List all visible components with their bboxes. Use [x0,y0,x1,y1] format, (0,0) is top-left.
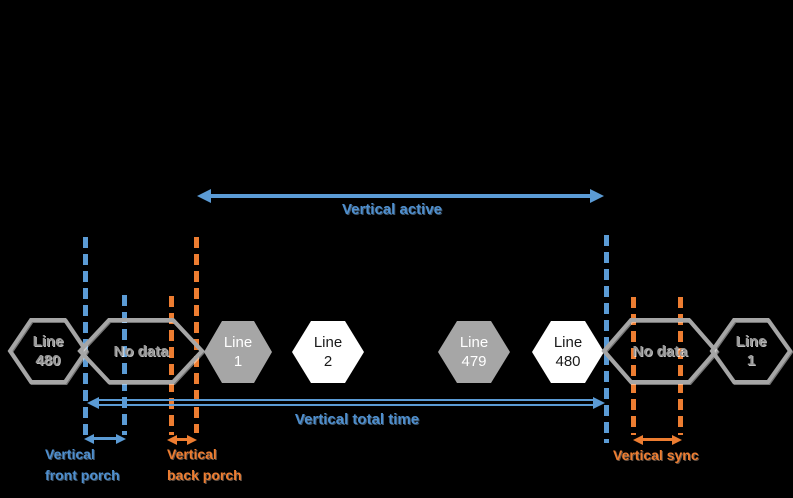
vertical-front-porch-label: Vertical front porch [45,444,165,486]
active-end-line [604,235,609,443]
back-porch-start-line [169,296,174,435]
hexagon-text-line1: Line [735,333,767,350]
back-porch-end-line [194,237,199,433]
arrow-line [90,437,120,440]
vertical-sync-arrow [633,434,682,445]
hexagon-text-line2: 480 [555,353,581,370]
sync-end-line [678,297,683,435]
arrowhead-right-icon [187,434,197,445]
label-line1: Vertical [167,446,217,462]
arrowhead-left-icon [84,433,94,444]
label-line2: front porch [45,467,120,483]
hexagon-line-479-active: Line 479 [438,321,510,383]
sync-start-line [631,297,636,435]
arrowhead-left-icon [167,434,177,445]
vertical-total-time-label: Vertical total time [294,411,420,428]
hexagon-label: Line 480 [8,318,88,384]
hexagon-line-1-active: Line 1 [204,321,272,383]
hexagon-label: Line 480 [532,321,604,383]
vertical-front-porch-arrow [84,433,126,444]
hexagon-text-line2: 2 [323,353,333,370]
hexagon-text-line1: Line [32,333,64,350]
hexagon-no-data-left: No data [77,318,205,384]
hexagon-no-data-right: No data [601,318,719,384]
vertical-sync-label: Vertical sync [613,447,699,463]
hexagon-line-480-previous-frame: Line 480 [7,318,89,384]
hexagon-label: Line 479 [438,321,510,383]
hexagon-label: Line 2 [292,321,364,383]
hexagon-line-2-active: Line 2 [292,321,364,383]
hexagon-label: No data [602,318,718,384]
arrowhead-left-icon [633,434,643,445]
hexagon-text-line1: Line [313,334,343,351]
hexagon-line-1-next-frame: Line 1 [709,318,793,384]
hexagon-line-480-active: Line 480 [532,321,604,383]
vertical-total-time-arrow [87,397,605,409]
front-porch-end-line [122,295,127,435]
label-line1: Vertical [45,446,95,462]
vertical-active-label: Vertical active [341,201,443,218]
hexagon-label: No data [78,318,204,384]
vertical-active-arrow [197,189,604,203]
vertical-back-porch-label: Vertical back porch [167,444,287,486]
arrowhead-right-icon [672,434,682,445]
hexagon-label: Line 1 [710,318,792,384]
arrowhead-right-icon [590,189,604,203]
hexagon-text-line1: No data [632,342,688,360]
arrow-line-bottom [96,404,596,406]
hexagon-text-line2: 479 [461,353,487,370]
arrowhead-right-icon [593,397,605,409]
arrow-line [206,194,595,198]
front-porch-start-line [83,237,88,435]
hexagon-text-line2: 480 [35,352,61,369]
hexagon-text-line1: Line [459,334,489,351]
arrowhead-left-icon [197,189,211,203]
hexagon-text-line1: Line [553,334,583,351]
arrow-line [173,438,191,441]
arrow-line [639,438,676,441]
hexagon-text-line2: 1 [233,353,243,370]
label-line2: back porch [167,467,242,483]
vertical-back-porch-arrow [167,434,197,445]
hexagon-text-line1: No data [113,342,169,360]
hexagon-label: Line 1 [204,321,272,383]
arrowhead-right-icon [116,433,126,444]
arrow-line-top [96,399,596,401]
hexagon-text-line1: Line [223,334,253,351]
hexagon-text-line2: 1 [746,352,756,369]
